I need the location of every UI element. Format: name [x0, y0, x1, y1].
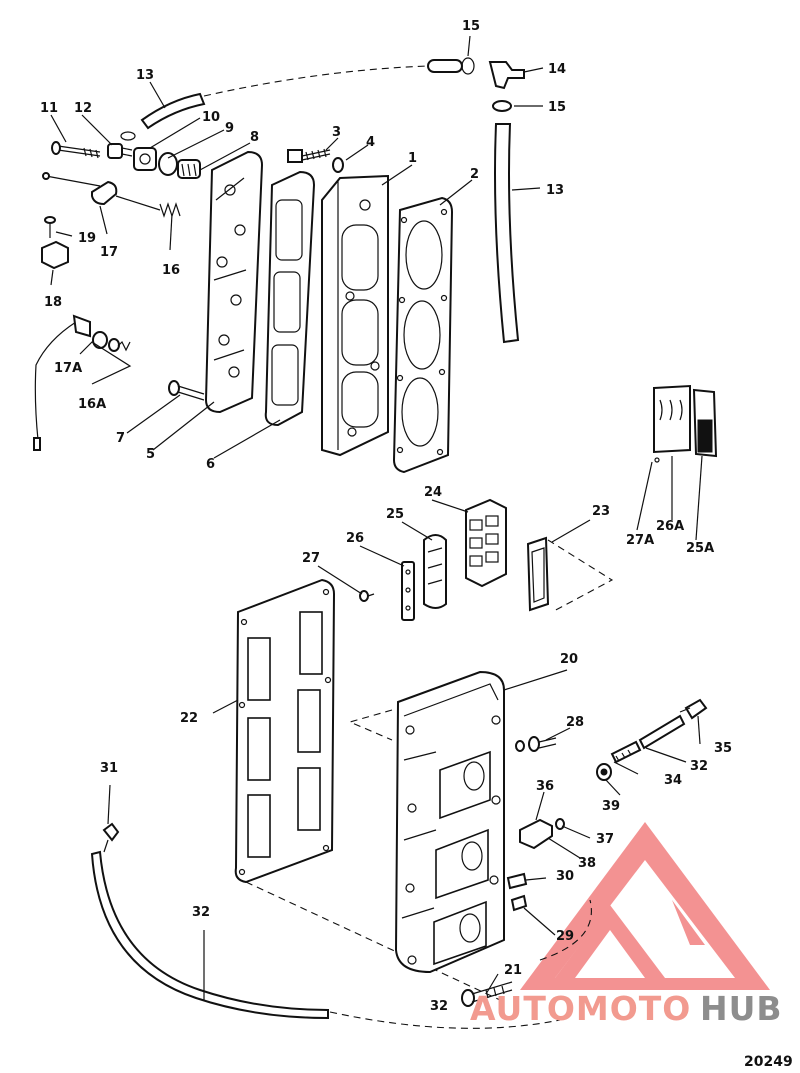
callout-28: 28	[566, 715, 584, 730]
hose-32-short	[638, 714, 686, 750]
callout-5: 5	[146, 447, 155, 462]
callout-27a: 27A	[626, 533, 654, 548]
callout-26: 26	[346, 531, 364, 546]
callout-31: 31	[100, 761, 118, 776]
callout-25: 25	[386, 507, 404, 522]
callout-16a: 16A	[78, 397, 106, 412]
callout-6: 6	[206, 457, 215, 472]
callout-4: 4	[366, 135, 375, 150]
fitting-29	[510, 894, 528, 912]
callout-21: 21	[504, 963, 522, 978]
callout-22: 22	[180, 711, 198, 726]
check-valve-35	[679, 698, 708, 720]
callout-leaders	[50, 35, 703, 1000]
callout-13-right: 13	[546, 183, 564, 198]
callout-12: 12	[74, 101, 92, 116]
callout-17a: 17A	[54, 361, 82, 376]
clamp-18	[41, 240, 69, 270]
reed-petals-25a	[653, 384, 718, 458]
callout-8: 8	[250, 130, 259, 145]
callout-18: 18	[44, 295, 62, 310]
reed-petals-25	[423, 534, 447, 609]
callout-34: 34	[664, 773, 682, 788]
callout-39: 39	[602, 799, 620, 814]
callout-3: 3	[332, 125, 341, 140]
callout-36: 36	[536, 779, 554, 794]
fitting-34	[610, 740, 642, 764]
watermark-prefix: AUTOMOTO	[470, 989, 691, 1028]
callout-15-right: 15	[548, 100, 566, 115]
callout-32-left: 32	[192, 905, 210, 920]
washer-39	[596, 763, 612, 781]
oring-10	[120, 131, 136, 141]
callout-38: 38	[578, 856, 596, 871]
intake-manifold-20	[394, 670, 505, 974]
callout-20: 20	[560, 652, 578, 667]
callout-30: 30	[556, 869, 574, 884]
callout-25a: 25A	[686, 541, 714, 556]
watermark-text: AUTOMOTO HUB	[470, 989, 783, 1028]
fitting-30	[506, 872, 528, 890]
bolt-21	[461, 981, 513, 1007]
head-gasket	[392, 196, 454, 474]
bolt-7	[168, 380, 205, 401]
bolt-11	[51, 141, 101, 159]
hose-13-upper	[140, 92, 206, 130]
elbow-fitting-14	[488, 61, 525, 90]
fitting-31	[102, 822, 120, 853]
fitting-12	[107, 143, 133, 159]
screw-37	[555, 818, 565, 830]
callout-14: 14	[548, 62, 566, 77]
callout-37: 37	[596, 832, 614, 847]
watermark-logo	[520, 822, 770, 990]
gasket-23	[526, 536, 550, 612]
callout-13-upper: 13	[136, 68, 154, 83]
screw-19	[44, 216, 56, 238]
intake-gasket-22	[234, 578, 336, 884]
washer-4	[332, 157, 344, 173]
reed-block-24	[465, 498, 507, 588]
hose-13-vertical	[494, 123, 520, 344]
callout-1: 1	[408, 151, 417, 166]
figure-number: 20249	[744, 1054, 793, 1070]
hose-fitting-15-upper	[427, 57, 475, 75]
callout-29: 29	[556, 929, 574, 944]
screw-28	[515, 736, 557, 752]
rod-17	[42, 172, 161, 211]
screw-27	[359, 590, 375, 602]
callout-9: 9	[225, 121, 234, 136]
callout-19: 19	[78, 231, 96, 246]
callout-2: 2	[470, 167, 479, 182]
reed-stop-26	[401, 561, 415, 621]
callout-32-lower: 32	[430, 999, 448, 1014]
bracket-36	[519, 818, 553, 850]
cover-plate	[204, 150, 264, 414]
watermark-suffix: HUB	[700, 989, 783, 1028]
callout-16: 16	[162, 263, 180, 278]
callout-26a: 26A	[656, 519, 684, 534]
callout-15-top: 15	[462, 19, 480, 34]
hose-32-long	[90, 850, 329, 1020]
callout-32-right: 32	[690, 759, 708, 774]
bolt-3	[287, 148, 331, 163]
thermostat-8	[158, 152, 201, 179]
callout-11: 11	[40, 101, 58, 116]
sender-assembly-16a-17a	[33, 314, 131, 451]
callout-labels: 1 2 3 4 5 6 7 8 9 10 11 12 13 13 14 15 1…	[40, 19, 732, 1014]
callout-7: 7	[116, 431, 125, 446]
callout-24: 24	[424, 485, 442, 500]
callout-23: 23	[592, 504, 610, 519]
clamp-15-lower	[492, 100, 512, 112]
plate-gasket	[264, 170, 316, 427]
housing-9	[133, 147, 157, 171]
spring-16	[159, 202, 181, 218]
cylinder-block-cover	[321, 174, 389, 457]
callout-35: 35	[714, 741, 732, 756]
callout-17: 17	[100, 245, 118, 260]
callout-10: 10	[202, 110, 220, 125]
callout-27: 27	[302, 551, 320, 566]
